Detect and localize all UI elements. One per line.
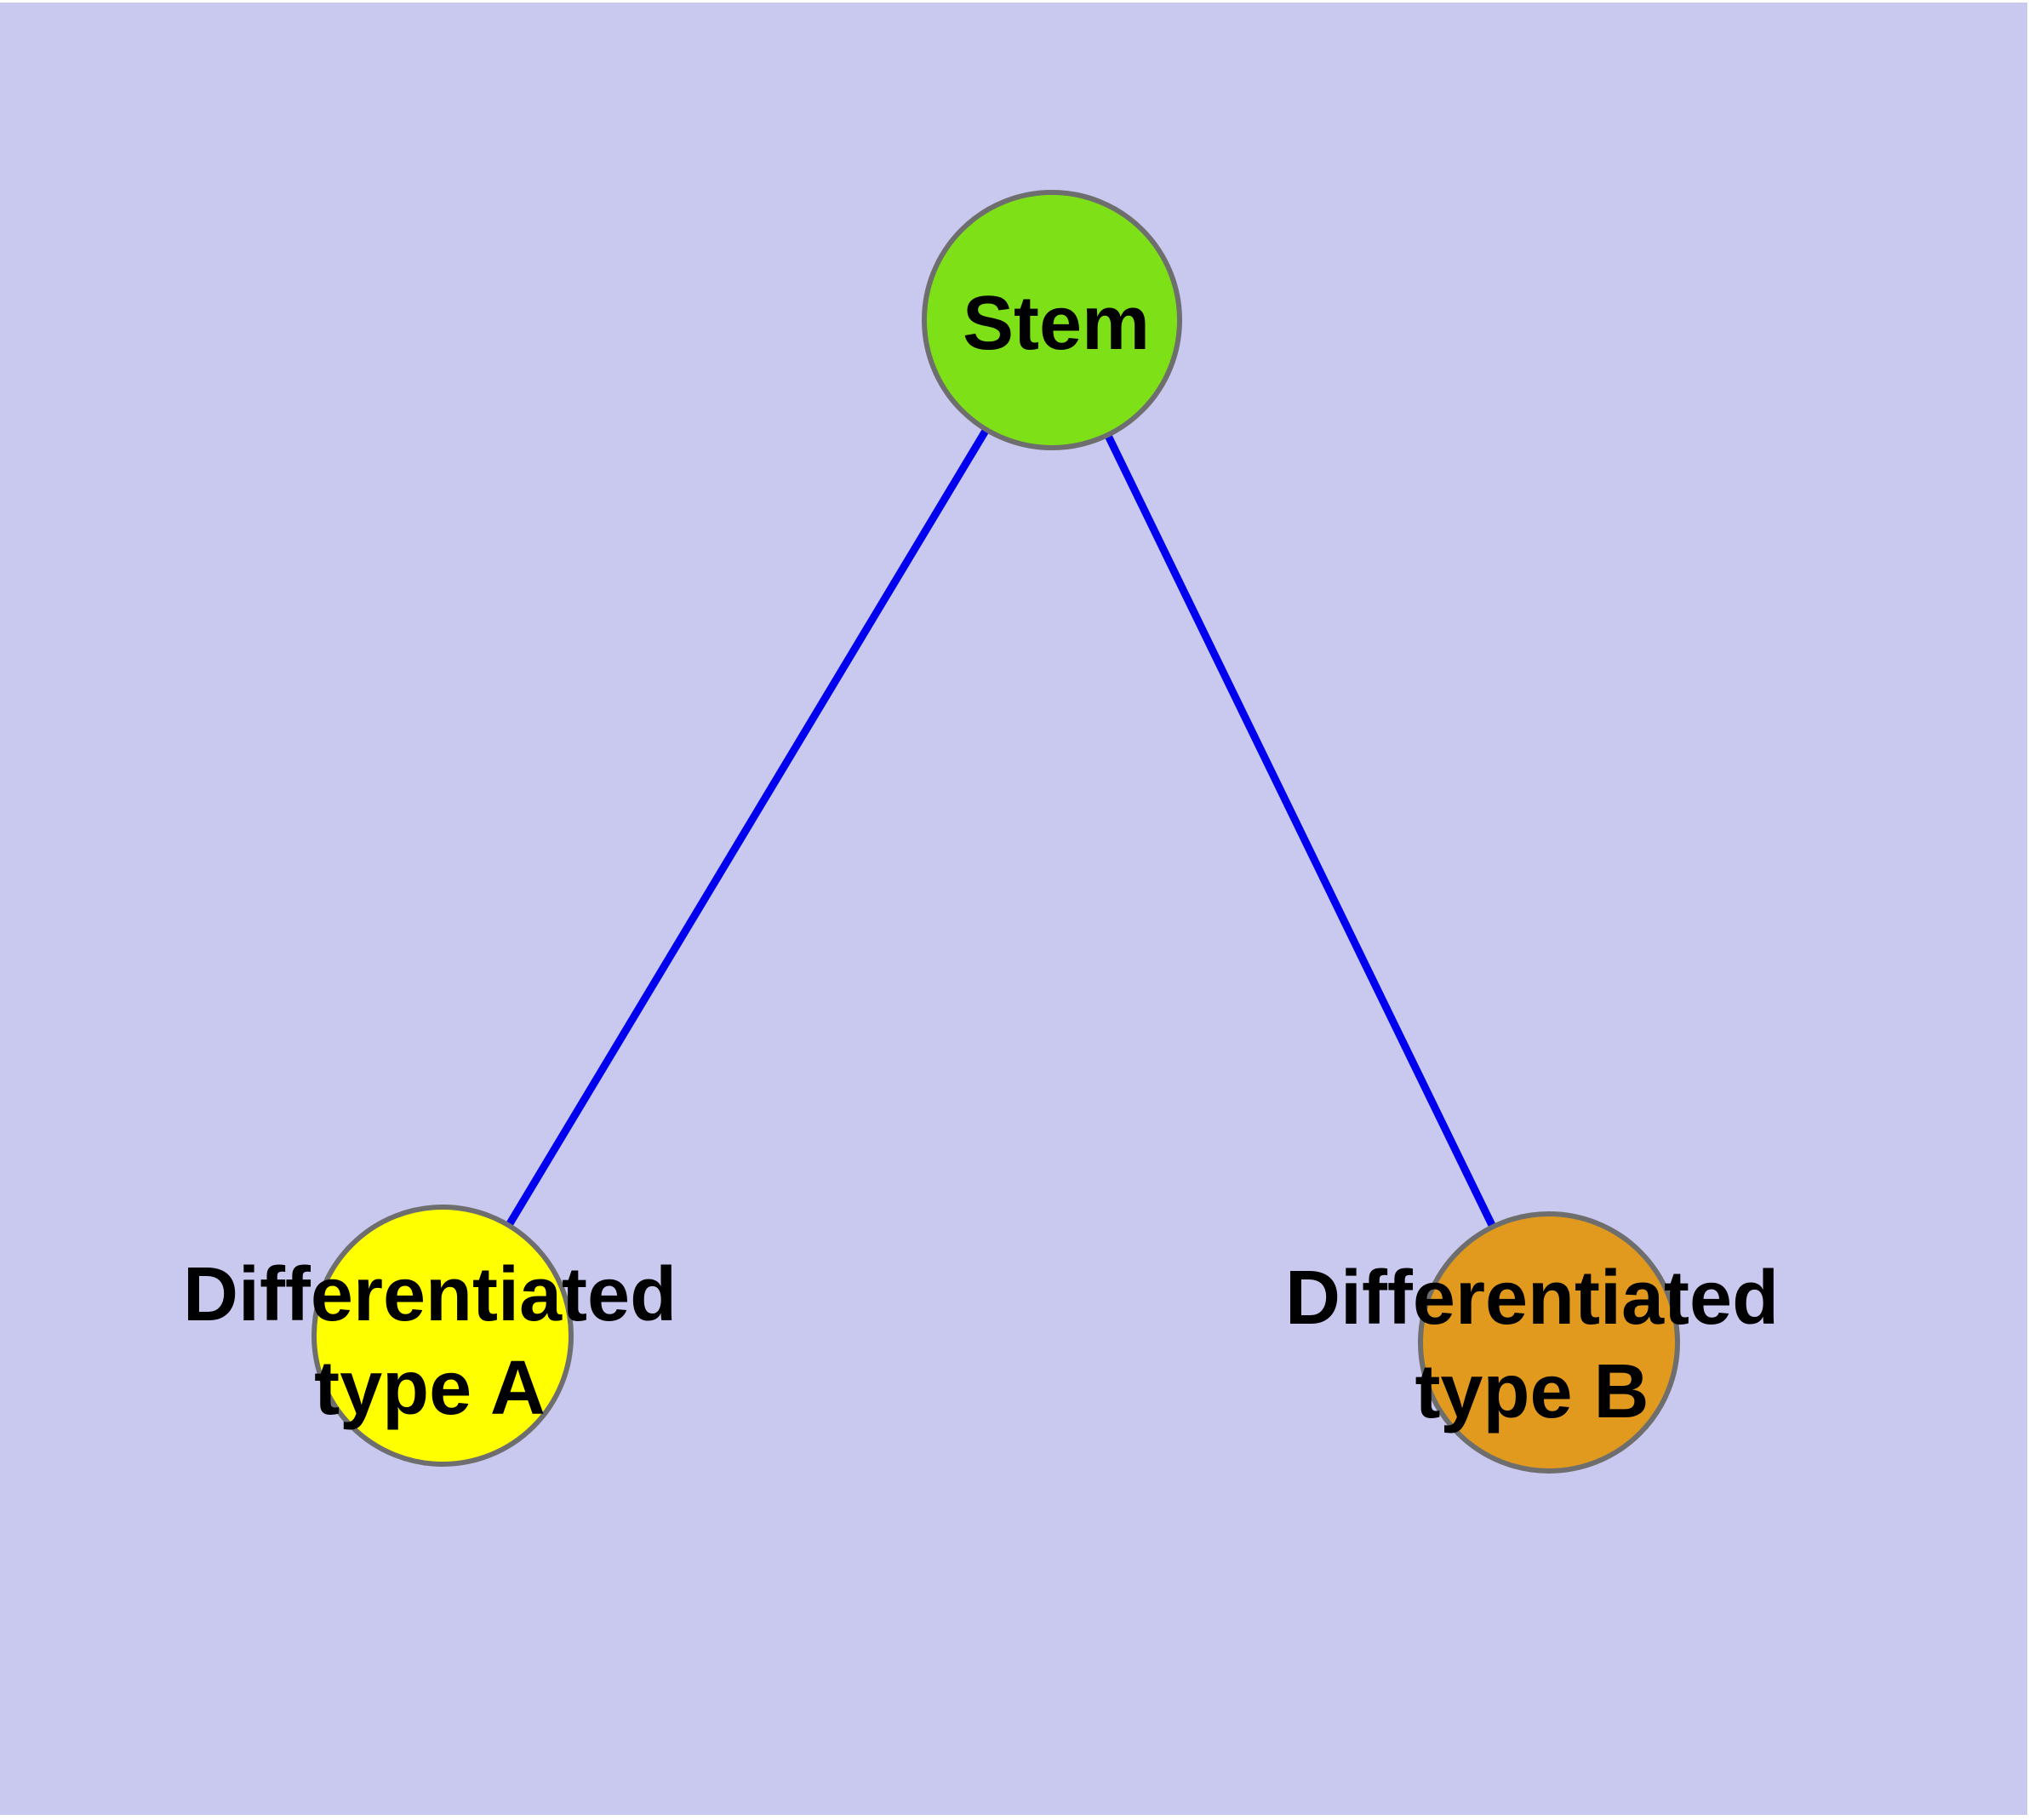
edge-stem-to-type-b [1048, 318, 1553, 1344]
node-stem[interactable] [922, 190, 1182, 450]
node-differentiated-type-b[interactable] [1418, 1211, 1680, 1474]
edge-stem-to-type-a [439, 318, 1055, 1338]
node-differentiated-type-a[interactable] [311, 1205, 574, 1467]
network-graph [0, 3, 2027, 1815]
diagram-canvas: Stem Differentiated type A Differentiate… [0, 3, 2027, 1815]
